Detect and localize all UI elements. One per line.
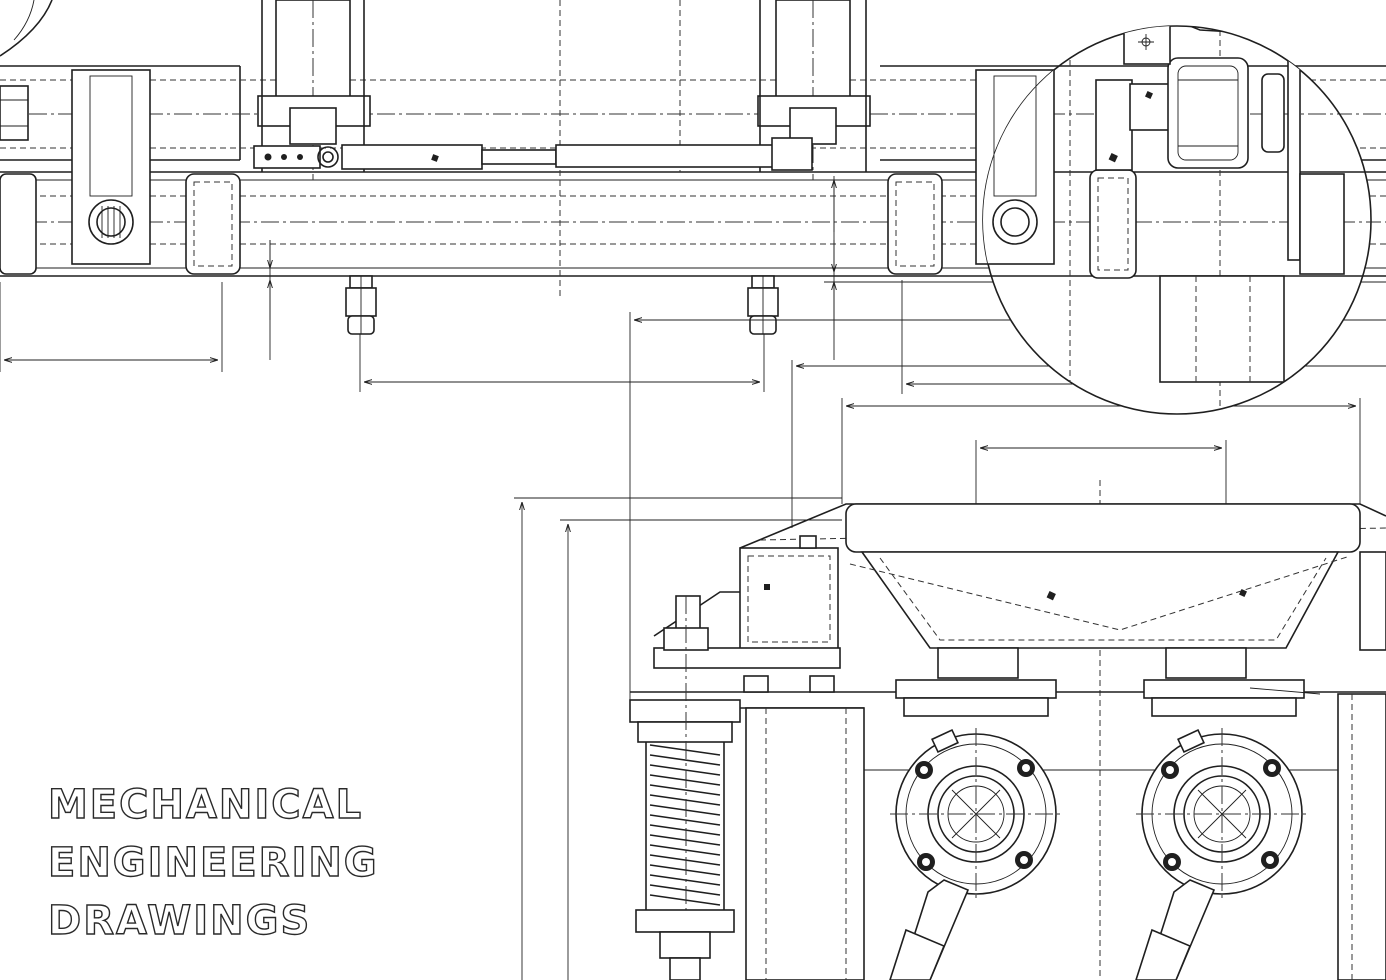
title-line-2: ENGINEERING — [47, 839, 379, 886]
valve-right — [1135, 728, 1308, 980]
hanger-bolt-right — [747, 275, 779, 335]
hanger-bolt-left — [345, 275, 377, 335]
valve-left — [889, 728, 1062, 980]
spring-assembly — [629, 595, 741, 980]
title-line-3: DRAWINGS — [47, 897, 312, 944]
lower-machine — [629, 503, 1386, 980]
column-left — [257, 0, 371, 180]
title-block: MECHANICAL ENGINEERING DRAWINGS — [47, 776, 379, 950]
actuator-rod — [253, 137, 813, 171]
clamp-left — [71, 69, 151, 265]
hopper-body — [845, 503, 1361, 679]
detail-zoom-circle — [982, 25, 1372, 415]
title-line-1: MECHANICAL — [47, 781, 364, 828]
column-mid — [757, 0, 871, 180]
